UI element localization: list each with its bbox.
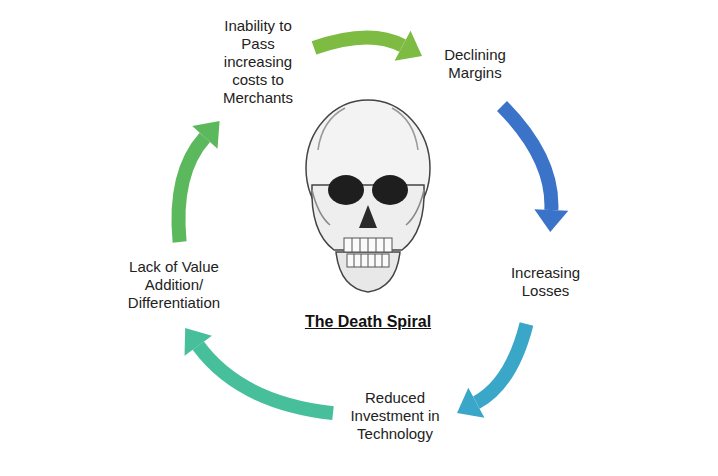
stage-label: Lack of Value Addition/ Differentiation [118,256,230,314]
cycle-arrow [178,121,219,242]
stage-label: Increasing Losses [498,262,593,302]
arrow-body [178,137,204,242]
cycle-arrow [502,106,568,232]
arrow-body [476,324,526,403]
arrow-head [395,31,422,61]
arrow-body [314,37,403,47]
stage-label: Reduced Investment in Technology [345,387,445,445]
stage-text: Reduced Investment in Technology [347,389,443,443]
arrow-head [457,388,484,418]
arrow-head [185,328,212,356]
arrow-head [192,121,219,149]
diagram-title: The Death Spiral [278,313,458,331]
stage-label: Inability to Pass increasing costs to Me… [210,15,306,109]
arrow-body [502,106,551,210]
cycle-arrow [314,31,422,61]
cycle-arrow [457,324,527,418]
stage-text: Declining Margins [432,46,518,82]
arrow-body [198,346,333,413]
stage-text: Inability to Pass increasing costs to Me… [212,17,304,107]
stage-text: Increasing Losses [500,264,591,300]
arrow-head [534,209,568,232]
stage-text: Lack of Value Addition/ Differentiation [120,258,228,312]
cycle-arrow [185,328,333,413]
stage-label: Declining Margins [430,44,520,84]
